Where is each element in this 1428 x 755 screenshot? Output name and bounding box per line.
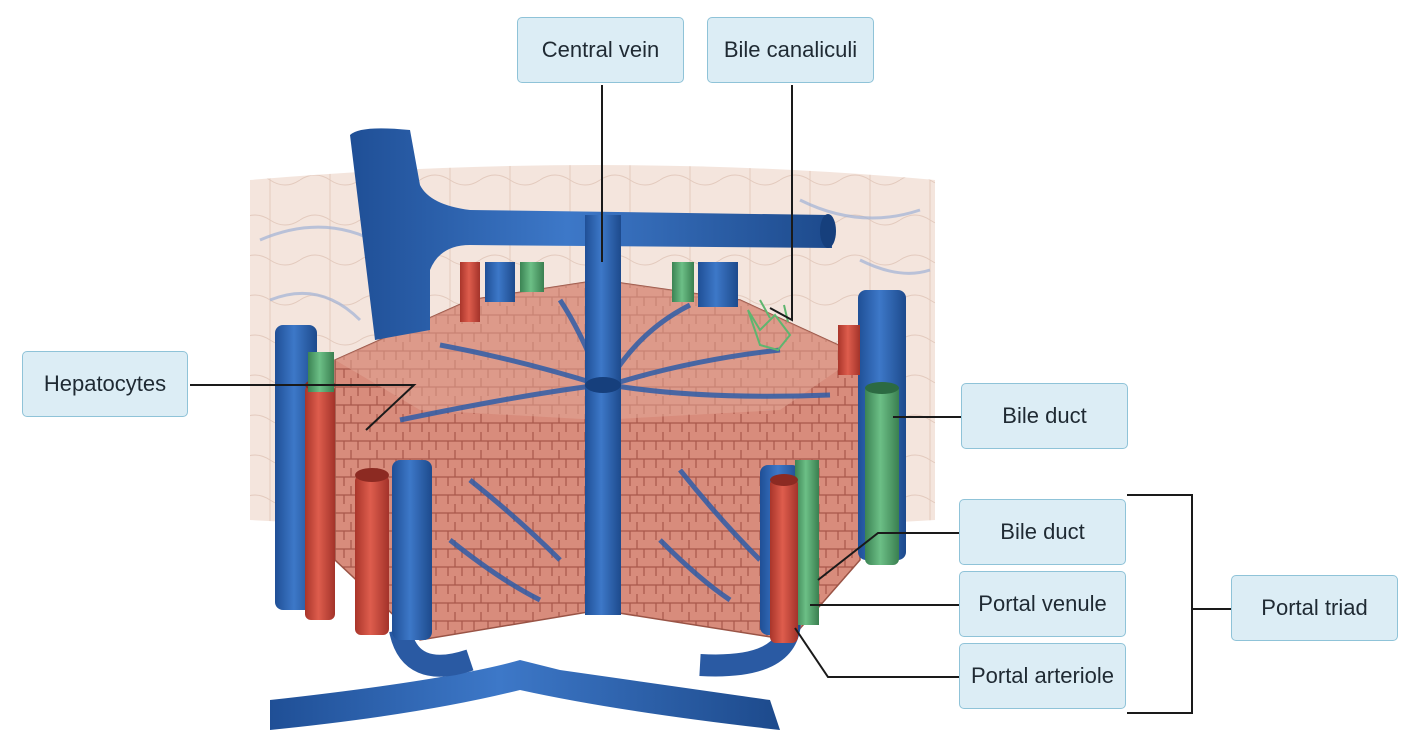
label-central-vein: Central vein [517, 17, 684, 83]
label-portal-triad: Portal triad [1231, 575, 1398, 641]
portal-triad-bracket [1127, 494, 1232, 714]
leader-bile-canaliculi [769, 85, 793, 322]
leader-lines [190, 85, 1232, 714]
label-hepatocytes: Hepatocytes [22, 351, 188, 417]
right-portal-triad [672, 262, 906, 643]
leader-hepatocytes [190, 384, 417, 431]
left-portal-triad [275, 262, 544, 640]
leader-portal-arteriole [794, 627, 960, 678]
label-bile-canaliculi: Bile canaliculi [707, 17, 874, 83]
label-portal-venule: Portal venule [959, 571, 1126, 637]
label-bile-duct-triad: Bile duct [959, 499, 1126, 565]
bottom-portal-vessel [270, 619, 801, 730]
leader-bile-duct-triad [817, 532, 960, 581]
central-vein-vessel [350, 128, 836, 615]
label-bile-duct-upper: Bile duct [961, 383, 1128, 449]
label-portal-arteriole: Portal arteriole [959, 643, 1126, 709]
